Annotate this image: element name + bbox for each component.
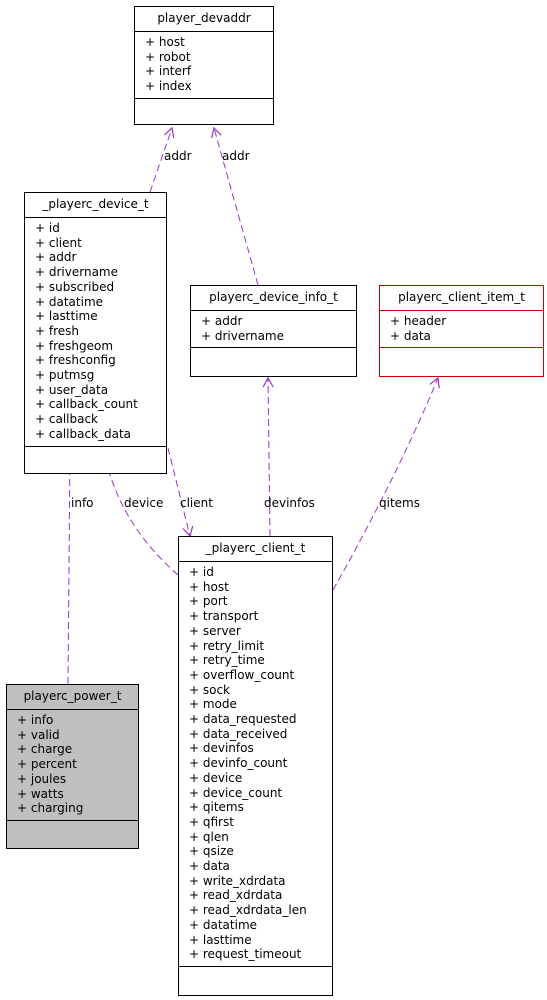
edge-label-info: info [71,496,94,510]
class-attribute: + fresh [35,323,80,338]
edge-label-devinfos: devinfos [264,496,315,510]
class-attribute: + percent [17,757,77,772]
edge-client-devinfos [262,376,274,537]
class-attribute: + callback [35,412,99,427]
class-attribute: + port [189,594,228,609]
class-title: playerc_device_info_t [191,286,356,311]
class-title: playerc_client_item_t [380,286,543,311]
class-playerc-client-item-t[interactable]: playerc_client_item_t + header+ data [379,285,544,377]
class-attribute: + device_count [189,785,283,800]
class-attribute: + charging [17,801,84,816]
class-attribute: + qlen [189,829,229,844]
class-attribute: + info [17,713,54,727]
class-attribute: + data_received [189,726,288,741]
class-attribute: + read_xdrdata_len [189,903,307,918]
class-attribute: + lasttime [35,309,98,324]
class-attribute: + read_xdrdata [189,888,283,903]
class-attribute: + callback_data [35,426,132,441]
class-attribute: + qsize [189,844,234,859]
class-attribute: + id [189,565,214,579]
class-attribute: + subscribed [35,279,115,294]
edge-device-addr [149,126,175,193]
class-attribute: + drivername [201,328,284,343]
class-attribute: + joules [17,771,67,786]
class-attributes: + header+ data [380,311,543,349]
edge-label-client: client [180,496,213,510]
class-title: _playerc_client_t [179,537,332,562]
class-attribute: + devinfo_count [189,756,288,771]
class-attribute: + host [189,579,229,594]
class-attribute: + request_timeout [189,947,302,962]
class-attribute: + device [189,770,243,785]
edge-label-device: device [124,496,164,510]
class-attributes: + id+ client+ addr+ drivername+ subscrib… [25,218,166,447]
class-title: _playerc_device_t [25,193,166,218]
class-attribute: + charge [17,742,73,757]
edge-label-addr-2: addr [222,149,250,163]
class-attribute: + header [390,314,447,328]
class-attribute: + addr [35,250,77,265]
class-attribute: + server [189,623,241,638]
class-attribute: + freshconfig [35,353,116,368]
class-attribute: + qitems [189,800,244,815]
class-attribute: + sock [189,682,231,697]
class-title: player_devaddr [135,7,273,32]
class-attribute: + watts [17,786,64,801]
class-title: playerc_power_t [7,685,138,710]
class-attribute: + datatime [189,917,258,932]
class-attribute: + devinfos [189,741,254,756]
class-playerc-power-t[interactable]: playerc_power_t + info+ valid+ charge+ p… [6,684,139,849]
class-attribute: + retry_time [189,653,265,668]
class-player-devaddr[interactable]: player_devaddr + host+ robot+ interf+ in… [134,6,274,125]
class-playerc-client-t[interactable]: _playerc_client_t + id+ host+ port+ tran… [178,536,333,996]
edge-device-client [167,447,194,538]
class-playerc-device-info-t[interactable]: playerc_device_info_t + addr+ drivername [190,285,357,377]
class-attribute: + host [145,35,185,49]
edge-label-qitems: qitems [379,496,420,510]
class-attribute: + qfirst [189,814,234,829]
class-attribute: + data [390,328,431,343]
class-attribute: + data [189,859,230,874]
class-attribute: + interf [145,64,192,79]
class-attribute: + putmsg [35,368,95,383]
class-attribute: + overflow_count [189,667,295,682]
class-attribute: + datatime [35,294,104,309]
class-attribute: + user_data [35,382,109,397]
class-attributes: + host+ robot+ interf+ index [135,32,273,99]
class-attribute: + addr [201,314,243,328]
class-attribute: + retry_limit [189,638,265,653]
class-attribute: + client [35,235,82,250]
edge-client-qitems [332,376,440,591]
class-attribute: + robot [145,49,191,64]
edge-power-info [64,446,76,685]
class-attributes: + addr+ drivername [191,311,356,349]
class-attribute: + valid [17,727,60,742]
edge-label-addr-1: addr [164,149,192,163]
class-attribute: + data_requested [189,712,297,727]
class-attribute: + freshgeom [35,338,114,353]
edge-deviceinfo-addr [211,126,259,286]
class-attributes: + info+ valid+ charge+ percent+ joules+ … [7,710,138,821]
class-attribute: + drivername [35,265,118,280]
class-attributes: + id+ host+ port+ transport+ server+ ret… [179,562,332,967]
class-attribute: + index [145,79,192,94]
class-attribute: + lasttime [189,932,252,947]
edge-client-device [103,446,179,576]
class-attribute: + mode [189,697,237,712]
class-attribute: + id [35,221,60,235]
class-attribute: + callback_count [35,397,138,412]
class-attribute: + write_xdrdata [189,873,286,888]
class-attribute: + transport [189,609,259,624]
class-playerc-device-t[interactable]: _playerc_device_t + id+ client+ addr+ dr… [24,192,167,474]
